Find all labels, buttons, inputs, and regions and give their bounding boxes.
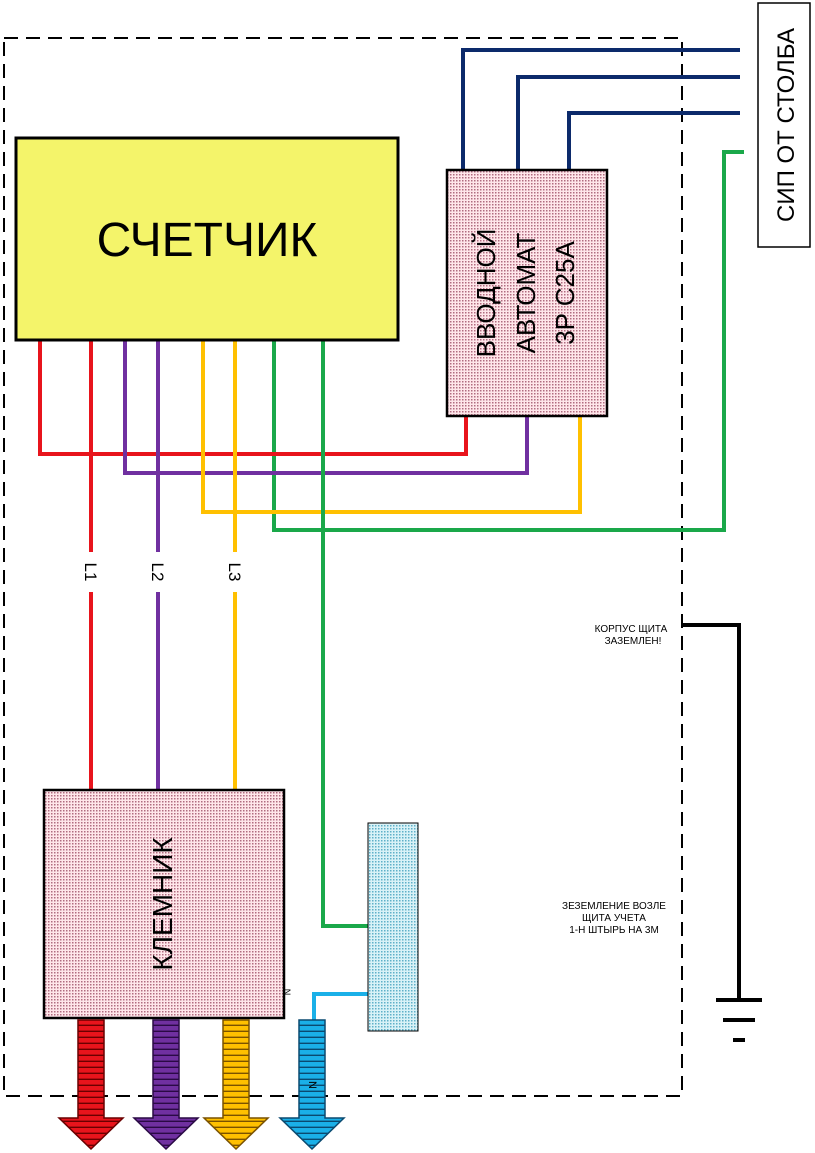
wire-l1-breaker: [38, 340, 468, 456]
incoming-neutral-wire: [272, 150, 744, 532]
output-arrow-n: N: [278, 1019, 346, 1151]
phase-label-l2: L2: [148, 563, 167, 582]
wire-pe-out: [312, 992, 392, 1020]
main-breaker-box: [445, 168, 609, 418]
output-arrow-l3: [202, 1019, 270, 1151]
enclosure-ground-wire: [682, 623, 741, 1000]
terminal-block-label: КЛЕМНИК: [147, 837, 178, 971]
terminal-block-box: [42, 788, 286, 1020]
terminal-n-mark: N: [282, 989, 292, 996]
phase-label-l1: L1: [81, 563, 100, 582]
incoming-box: [757, 2, 811, 248]
breaker-label-line1: ВВОДНОЙ: [471, 229, 501, 358]
phase-label-l3: L3: [225, 563, 244, 582]
meter-label: СЧЕТЧИК: [97, 214, 318, 267]
wire-l3-breaker: [201, 340, 582, 514]
note-ground-line2: ЩИТА УЧЕТА: [582, 913, 646, 924]
neutral-bus: [367, 822, 419, 1032]
meter-box: [14, 136, 400, 342]
incoming-wires: [461, 48, 740, 170]
note-body-line2: ЗАЗЕМЛЕН!: [605, 636, 662, 647]
breaker-label-line2: АВТОМАТ: [511, 233, 541, 354]
incoming-label: СИП ОТ СТОЛБА: [773, 28, 800, 222]
panel-enclosure: [3, 37, 683, 1097]
note-body-line1: КОРПУС ЩИТА: [595, 624, 668, 635]
note-ground-line3: 1-Н ШТЫРЬ НА 3М: [569, 925, 659, 936]
ground-symbol: [716, 998, 762, 1042]
wire-l2-breaker: [123, 340, 529, 475]
output-n-label: N: [306, 1081, 318, 1089]
output-arrow-l1: [57, 1019, 125, 1151]
note-ground-line1: ЗЕЗЕМЛЕНИЕ ВОЗЛЕ: [562, 901, 666, 912]
output-arrow-l2: [132, 1019, 200, 1151]
breaker-label-line3: 3P C25A: [550, 241, 580, 345]
